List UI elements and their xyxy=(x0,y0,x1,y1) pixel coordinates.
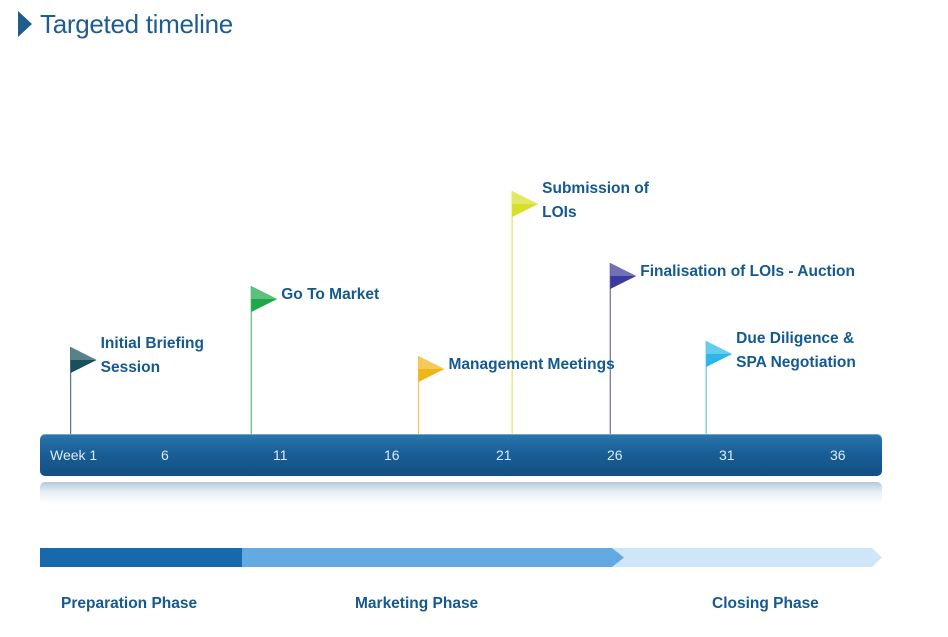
axis-tick-6: 6 xyxy=(161,447,169,463)
milestone-label: Go To Market xyxy=(281,283,379,307)
title-arrow-icon xyxy=(18,11,32,37)
milestone-flag-icon xyxy=(251,286,278,312)
phase-segment-preparation xyxy=(40,548,242,567)
milestone-label-line: Submission of xyxy=(542,180,649,197)
axis-tick-11: 11 xyxy=(273,447,288,463)
phase-label-marketing: Marketing Phase xyxy=(355,595,479,612)
milestone-flag-icon xyxy=(706,341,733,367)
milestone-label-line: Initial Briefing xyxy=(100,335,204,352)
milestone-flag-icon xyxy=(70,347,97,373)
milestone-flag-icon xyxy=(610,263,637,289)
phase-segment-closing xyxy=(612,548,882,567)
phase-label-closing: Closing Phase xyxy=(712,595,819,612)
milestone-label: Management Meetings xyxy=(448,353,614,377)
milestone-label-line: SPA Negotiation xyxy=(736,354,856,371)
timeline-axis-reflection xyxy=(40,482,882,504)
milestone-label-line: Go To Market xyxy=(281,286,380,303)
axis-tick-31: 31 xyxy=(719,447,735,463)
axis-tick-16: 16 xyxy=(384,447,400,463)
milestone-label: Submission of LOIs xyxy=(542,177,649,225)
milestone-label-line: Due Diligence & xyxy=(736,330,855,347)
milestone-label-line: LOIs xyxy=(542,204,577,221)
phase-label-preparation: Preparation Phase xyxy=(61,595,198,612)
milestone-label: Due Diligence & SPA Negotiation xyxy=(736,327,856,375)
milestone-label-line: Session xyxy=(100,359,161,376)
page-title: Targeted timeline xyxy=(40,8,233,39)
milestone-label-line: Management Meetings xyxy=(448,356,615,373)
milestone-label: Finalisation of LOIs - Auction xyxy=(640,260,855,284)
milestone-flag-icon xyxy=(418,356,445,382)
axis-tick-26: 26 xyxy=(607,447,623,463)
milestone-flag-icon xyxy=(512,191,539,217)
axis-tick-36: 36 xyxy=(830,447,846,463)
milestone-label-line: Finalisation of LOIs - Auction xyxy=(640,263,855,280)
axis-tick-21: 21 xyxy=(496,447,512,463)
axis-tick-week-1: Week 1 xyxy=(50,447,98,463)
timeline-axis-bar xyxy=(40,434,882,476)
title-bar: Targeted timeline xyxy=(18,6,233,42)
phase-segment-marketing xyxy=(241,548,624,567)
